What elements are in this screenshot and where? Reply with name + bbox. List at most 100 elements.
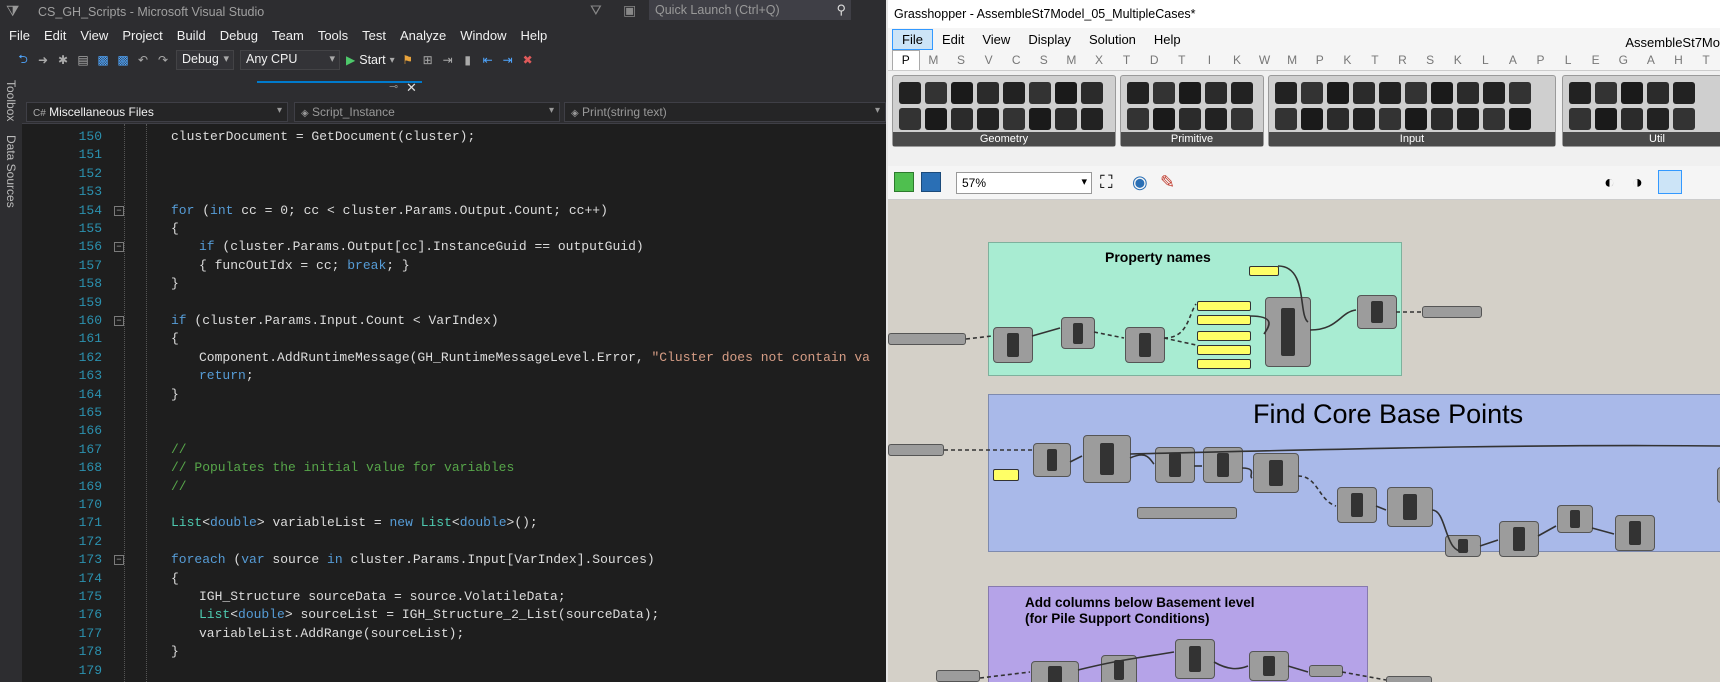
code-line[interactable]: 169// xyxy=(22,478,886,496)
notifications-icon[interactable]: ▣ xyxy=(623,2,637,18)
pin-icon[interactable]: ⊸ xyxy=(389,81,399,93)
code-line[interactable]: 153 xyxy=(22,183,886,201)
class-dropdown[interactable]: ◈ Script_Instance xyxy=(294,102,560,122)
category-tab[interactable]: E xyxy=(1591,53,1600,67)
component-icon[interactable] xyxy=(1431,108,1453,130)
component-icon[interactable] xyxy=(1353,82,1375,104)
group-property-names[interactable]: Property names xyxy=(988,242,1402,376)
component-icon[interactable] xyxy=(1205,108,1227,130)
component-icon[interactable] xyxy=(899,82,921,104)
forward-icon[interactable]: ➜ xyxy=(37,53,49,67)
code-line[interactable]: 172 xyxy=(22,533,886,551)
category-tab[interactable]: L xyxy=(1564,53,1572,67)
component-icon[interactable] xyxy=(1055,82,1077,104)
menu-test[interactable]: Test xyxy=(362,27,387,43)
save-file-icon[interactable] xyxy=(921,172,941,192)
component-icon[interactable] xyxy=(1003,82,1025,104)
panel-node[interactable] xyxy=(1197,359,1251,369)
gh-menu-view[interactable]: View xyxy=(982,31,1011,47)
component-node[interactable] xyxy=(1445,535,1481,557)
component-icon[interactable] xyxy=(1275,108,1297,130)
component-icon[interactable] xyxy=(977,108,999,130)
toolbox-tab[interactable]: Toolbox xyxy=(4,80,18,122)
menu-view[interactable]: View xyxy=(80,27,109,43)
menu-build[interactable]: Build xyxy=(176,27,206,43)
category-tab[interactable]: T xyxy=(1122,53,1131,67)
code-line[interactable]: 160−if (cluster.Params.Input.Count < Var… xyxy=(22,312,886,330)
component-icon[interactable] xyxy=(1029,82,1051,104)
data-sources-tab[interactable]: Data Sources xyxy=(4,135,18,209)
code-line[interactable]: 159 xyxy=(22,294,886,312)
chevron-down-icon[interactable]: ▾ xyxy=(389,54,395,66)
component-icon[interactable] xyxy=(1153,82,1175,104)
code-line[interactable]: 157{ funcOutIdx = cc; break; } xyxy=(22,257,886,275)
component-node[interactable] xyxy=(1717,467,1720,503)
component-icon[interactable] xyxy=(1353,108,1375,130)
category-tab[interactable]: C xyxy=(1011,53,1021,67)
code-line[interactable]: 161{ xyxy=(22,330,886,348)
start-button[interactable]: ▶ Start ▾ xyxy=(346,53,395,67)
category-tab[interactable]: P xyxy=(1536,53,1545,67)
component-node[interactable] xyxy=(1615,515,1655,551)
active-document-tab[interactable] xyxy=(257,81,422,99)
save-icon[interactable]: ▩ xyxy=(97,53,109,67)
component-node[interactable] xyxy=(1061,317,1095,349)
panel-node[interactable] xyxy=(1197,301,1251,311)
component-icon[interactable] xyxy=(977,82,999,104)
param-node[interactable] xyxy=(1309,665,1343,677)
panel-node[interactable] xyxy=(1197,315,1251,325)
redo-icon[interactable]: ↷ xyxy=(157,53,169,67)
collapse-toggle-icon[interactable]: − xyxy=(114,205,124,216)
component-node[interactable] xyxy=(1557,505,1593,533)
menu-analyze[interactable]: Analyze xyxy=(400,27,447,43)
search-icon[interactable]: ⚲ xyxy=(836,2,846,17)
browser-link-icon[interactable]: ⚑ xyxy=(402,53,414,67)
code-line[interactable]: 174{ xyxy=(22,570,886,588)
category-tab[interactable]: H xyxy=(1674,53,1683,67)
component-icon[interactable] xyxy=(1595,108,1617,130)
component-node[interactable] xyxy=(1125,327,1165,363)
menu-edit[interactable]: Edit xyxy=(43,27,67,43)
category-tab[interactable]: T xyxy=(1371,53,1379,67)
menu-tools[interactable]: Tools xyxy=(317,27,349,43)
undo-icon[interactable]: ↶ xyxy=(137,53,149,67)
project-dropdown[interactable]: C# Miscellaneous Files xyxy=(26,102,288,122)
code-line[interactable]: 173−foreach (var source in cluster.Param… xyxy=(22,551,886,569)
component-node[interactable] xyxy=(1033,443,1071,477)
category-tab[interactable]: S xyxy=(957,53,966,67)
component-node[interactable] xyxy=(1499,521,1539,557)
shaded-preview-icon[interactable]: ◐ xyxy=(1604,172,1615,192)
preview-eye-icon[interactable]: ◉ xyxy=(1132,172,1148,192)
component-node[interactable] xyxy=(1203,447,1243,483)
component-icon[interactable] xyxy=(1153,108,1175,130)
menu-file[interactable]: File xyxy=(9,27,30,43)
category-tab[interactable]: P xyxy=(892,50,920,70)
category-tab[interactable]: L xyxy=(1481,53,1489,67)
selected-preview-icon[interactable] xyxy=(1658,170,1682,194)
component-icon[interactable] xyxy=(951,108,973,130)
quick-launch-input[interactable]: Quick Launch (Ctrl+Q) ⚲ xyxy=(649,0,851,20)
component-icon[interactable] xyxy=(1327,82,1349,104)
filter-icon[interactable]: ⛛ xyxy=(590,2,602,18)
component-icon[interactable] xyxy=(1621,108,1643,130)
category-tab[interactable]: A xyxy=(1646,53,1655,67)
code-line[interactable]: 178} xyxy=(22,643,886,661)
gh-menu-file[interactable]: File xyxy=(892,28,933,50)
code-line[interactable]: 168// Populates the initial value for va… xyxy=(22,459,886,477)
param-node[interactable] xyxy=(1422,306,1482,318)
code-line[interactable]: 158} xyxy=(22,275,886,293)
code-line[interactable]: 154−for (int cc = 0; cc < cluster.Params… xyxy=(22,202,886,220)
component-icon[interactable] xyxy=(1301,82,1323,104)
menu-help[interactable]: Help xyxy=(520,27,548,43)
param-node[interactable] xyxy=(888,333,966,345)
category-tab[interactable]: V xyxy=(984,53,993,67)
component-icon[interactable] xyxy=(1673,82,1695,104)
close-icon[interactable]: ✕ xyxy=(406,80,417,95)
bookmark-icon[interactable]: ▮ xyxy=(464,53,471,67)
